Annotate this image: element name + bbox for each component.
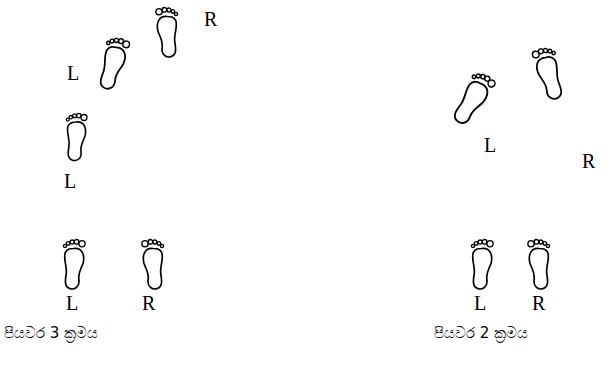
method-caption: පියවර 2 ක්‍රමය bbox=[434, 325, 528, 342]
foot-label: R bbox=[142, 292, 155, 314]
foot-label: L bbox=[484, 134, 496, 156]
foot-label: R bbox=[582, 150, 595, 172]
left-footprint bbox=[471, 239, 493, 288]
left-footprint bbox=[450, 70, 496, 129]
foot-label: L bbox=[64, 170, 76, 192]
left-footprint bbox=[66, 113, 87, 160]
left-footprint bbox=[63, 239, 85, 288]
left-footprint bbox=[97, 36, 130, 91]
foot-label: R bbox=[532, 292, 545, 314]
method-caption: පියවර 3 ක්‍රමය bbox=[4, 325, 98, 342]
right-footprint bbox=[528, 239, 550, 288]
right-footprint bbox=[142, 239, 164, 288]
right-footprint bbox=[156, 7, 178, 56]
foot-label: L bbox=[66, 292, 78, 314]
right-footprint bbox=[532, 46, 565, 101]
foot-label: L bbox=[474, 292, 486, 314]
foot-label: R bbox=[204, 8, 217, 30]
foot-label: L bbox=[67, 62, 79, 84]
